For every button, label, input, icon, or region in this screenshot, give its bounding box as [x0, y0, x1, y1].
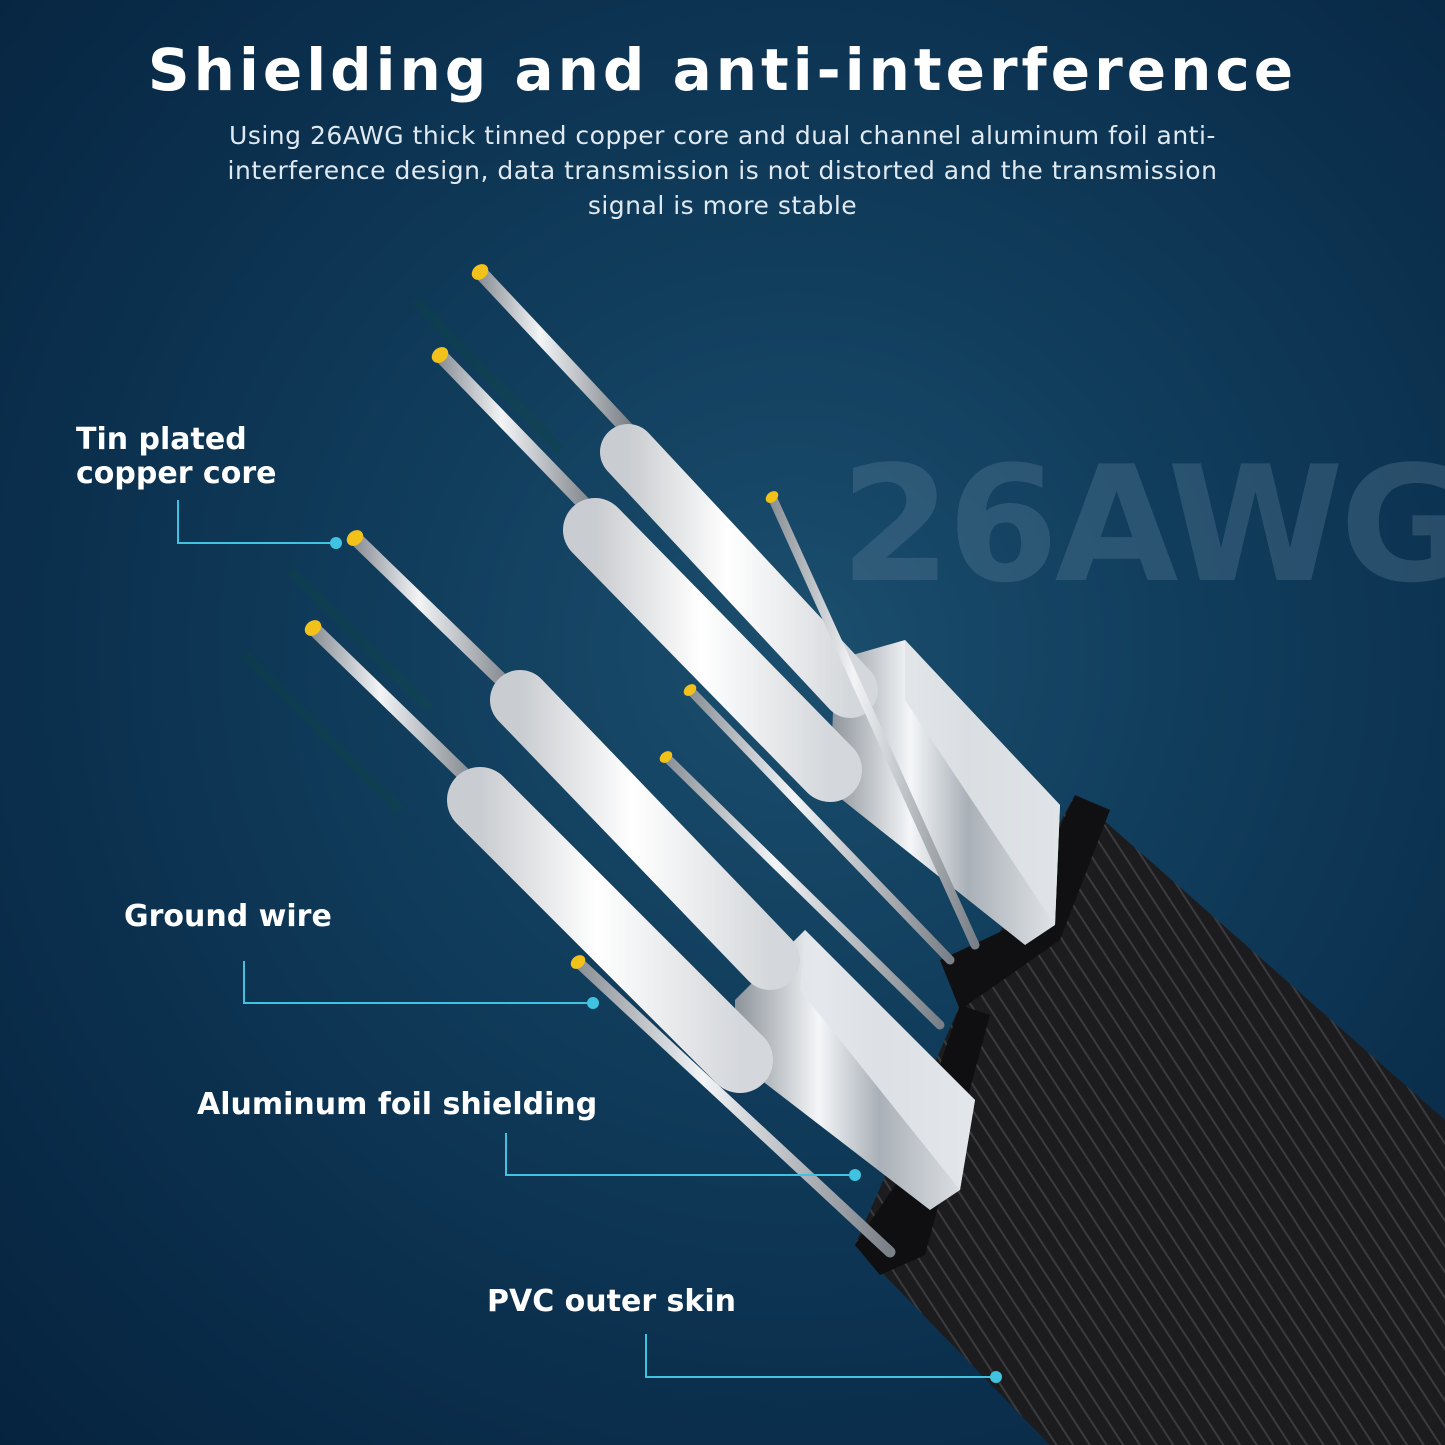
- lower-foil-shield: [735, 930, 975, 1210]
- leader-dot-ground: [587, 997, 599, 1009]
- leader-dot-pvc: [990, 1371, 1002, 1383]
- leader-ground: [243, 961, 593, 1004]
- callout-copper-line-1: Tin plated: [76, 422, 247, 457]
- callout-copper-core: Tin plated copper core: [76, 423, 276, 491]
- page-subtitle: Using 26AWG thick tinned copper core and…: [227, 121, 1218, 220]
- leader-foil: [505, 1133, 855, 1176]
- leader-dot-foil: [849, 1169, 861, 1181]
- wire-shadows: [241, 296, 564, 814]
- callout-aluminum-foil: Aluminum foil shielding: [197, 1087, 598, 1122]
- lower-pair: [304, 530, 945, 1258]
- leader-copper: [177, 500, 336, 544]
- upper-pair: [431, 264, 980, 965]
- callout-ground-wire: Ground wire: [124, 899, 332, 934]
- upper-foil-shield: [830, 640, 1060, 945]
- awg-watermark: 26AWG: [840, 431, 1445, 618]
- leader-dot-copper: [330, 537, 342, 549]
- callout-pvc-skin: PVC outer skin: [487, 1284, 737, 1319]
- page-title: Shielding and anti-interference: [147, 36, 1298, 104]
- callout-copper-line-2: copper core: [76, 456, 277, 491]
- leader-pvc: [645, 1334, 996, 1378]
